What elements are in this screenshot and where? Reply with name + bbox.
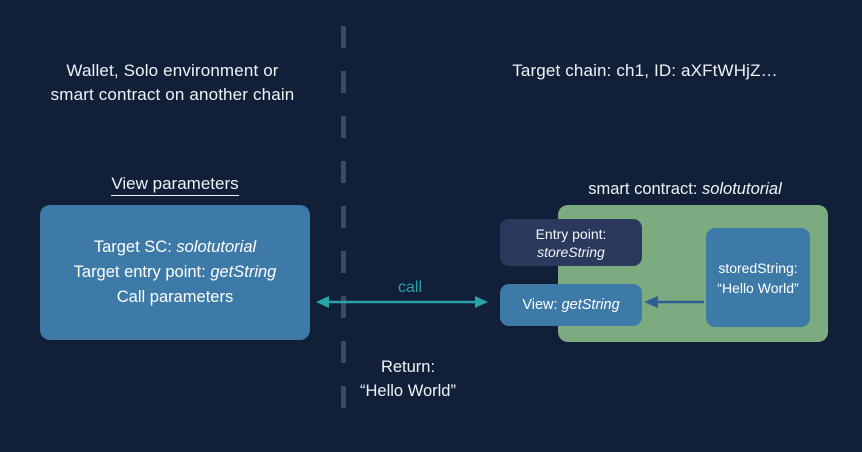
target-entry-point-label: Target entry point: bbox=[73, 263, 211, 281]
view-function-content: View: getString bbox=[522, 297, 619, 313]
target-sc-line: Target SC: solotutorial bbox=[94, 235, 256, 260]
call-double-arrow-icon bbox=[316, 296, 488, 308]
vertical-dashed-divider bbox=[341, 26, 346, 426]
smart-contract-name: solotutorial bbox=[701, 180, 782, 198]
view-parameters-title: View parameters bbox=[40, 173, 310, 196]
smart-contract-label: smart contract: bbox=[588, 180, 702, 198]
return-label: Return: bbox=[380, 358, 436, 376]
stored-string-value: “Hello World” bbox=[717, 279, 799, 296]
return-value: “Hello World” bbox=[360, 382, 456, 400]
entry-point-label: Entry point: bbox=[535, 225, 607, 242]
view-function-label: View: bbox=[522, 297, 562, 313]
stored-string-box: storedString: “Hello World” bbox=[706, 228, 810, 327]
view-function-name: getString bbox=[561, 297, 620, 313]
state-read-arrow-icon bbox=[644, 296, 704, 308]
call-label: call bbox=[397, 279, 422, 296]
smart-contract-title: smart contract: solotutorial bbox=[520, 178, 850, 200]
target-sc-value: solotutorial bbox=[176, 238, 257, 256]
left-column-header: Wallet, Solo environment or smart contra… bbox=[20, 59, 325, 107]
view-parameters-box: Target SC: solotutorial Target entry poi… bbox=[40, 205, 310, 340]
target-entry-point-line: Target entry point: getString bbox=[74, 260, 277, 285]
right-column-header: Target chain: ch1, ID: aXFtWHjZ… bbox=[512, 61, 778, 80]
entry-point-box: Entry point: storeString bbox=[500, 219, 642, 266]
return-text: Return: “Hello World” bbox=[328, 355, 488, 403]
view-parameters-title-text: View parameters bbox=[111, 174, 239, 196]
target-entry-point-value: getString bbox=[210, 263, 277, 281]
left-header-line-2: smart contract on another chain bbox=[50, 85, 295, 104]
call-parameters-line: Call parameters bbox=[116, 288, 234, 306]
stored-string-label: storedString: bbox=[718, 259, 798, 276]
view-function-box: View: getString bbox=[500, 284, 642, 326]
entry-point-name: storeString bbox=[537, 243, 605, 260]
target-sc-label: Target SC: bbox=[93, 238, 177, 256]
view-parameters-content: Target SC: solotutorial Target entry poi… bbox=[40, 205, 310, 340]
left-header-line-1: Wallet, Solo environment or bbox=[66, 61, 279, 80]
